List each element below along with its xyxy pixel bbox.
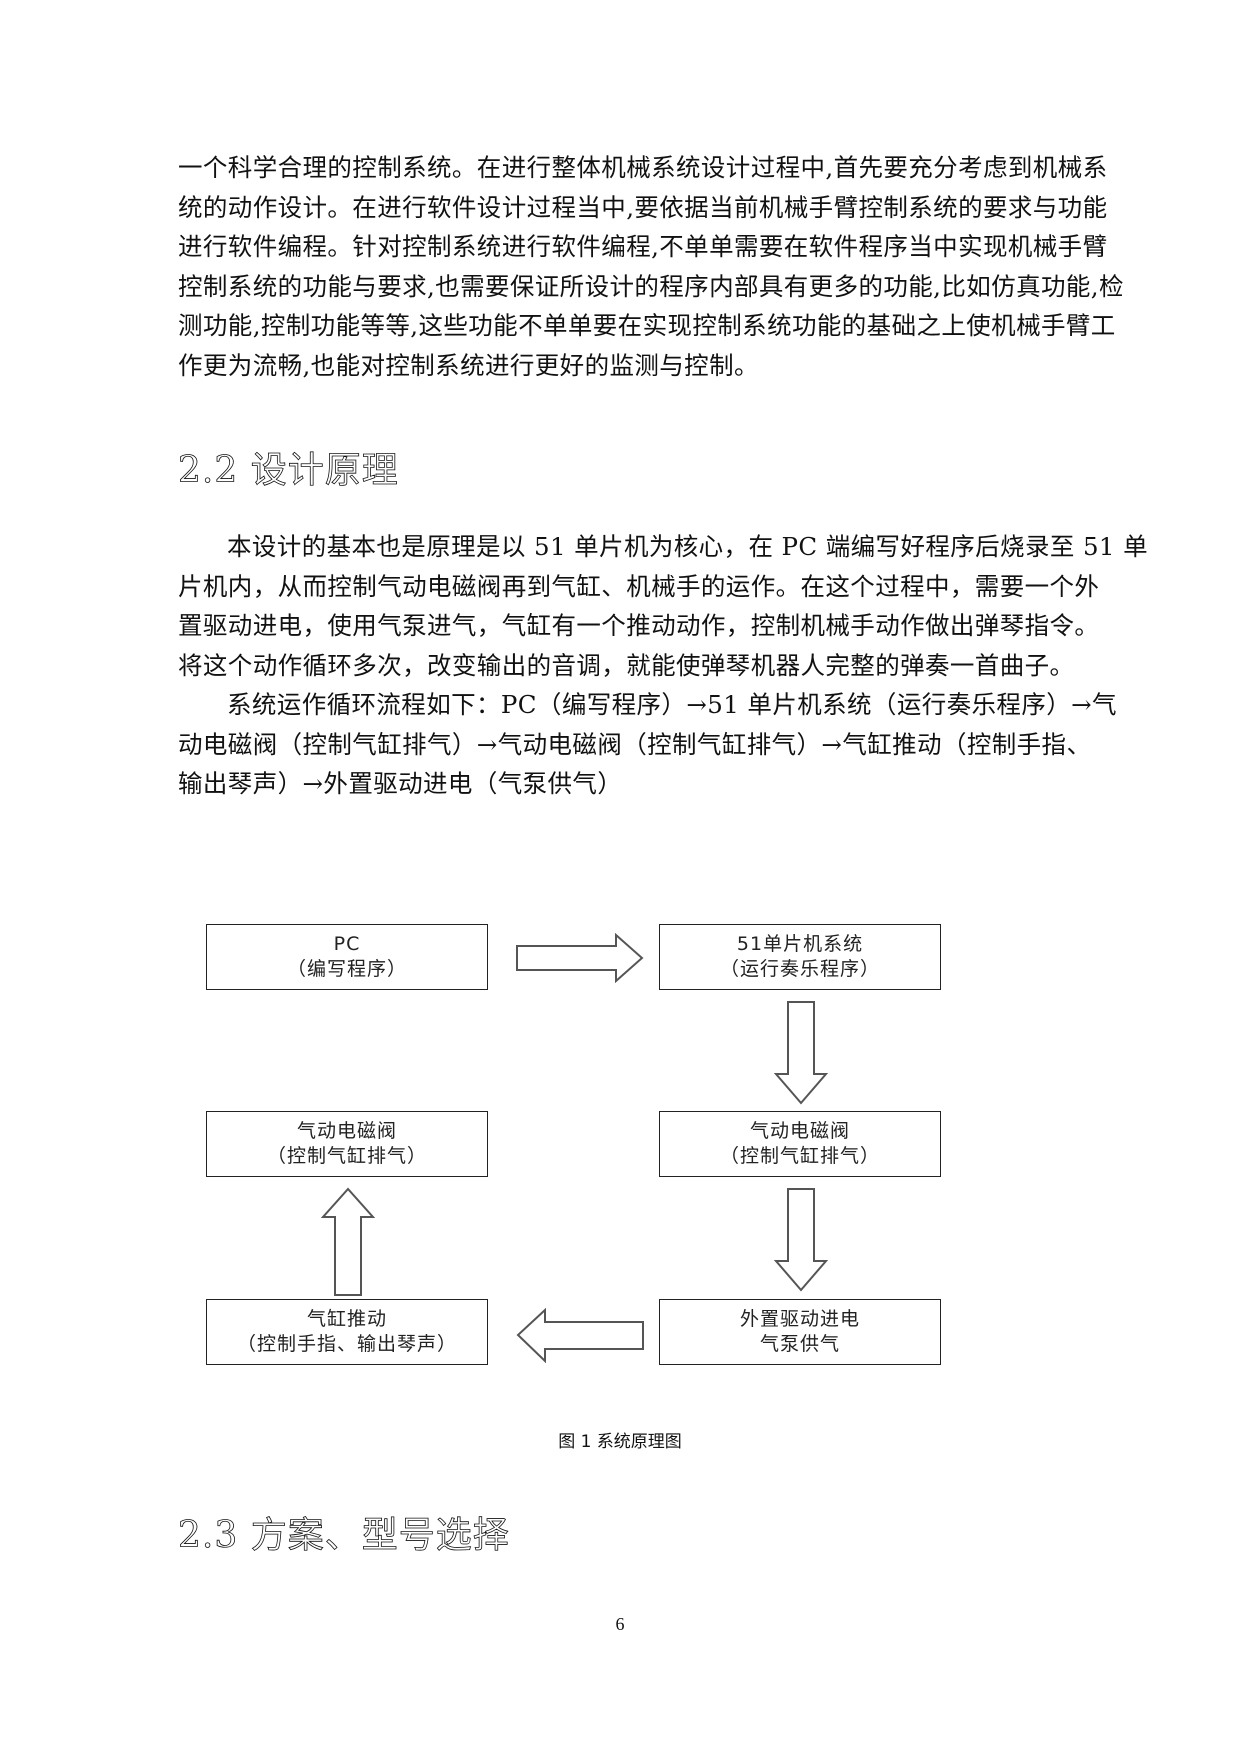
section-heading-2-2: 2.2 设计原理 bbox=[178, 450, 399, 492]
figure-caption: 图 1 系统原理图 bbox=[558, 1432, 682, 1452]
arrow-right-icon bbox=[516, 933, 644, 983]
box-subtitle: 气泵供气 bbox=[759, 1333, 840, 1355]
text-line: 输出琴声）→外置驱动进电（气泵供气） bbox=[178, 769, 623, 798]
text-line: 系统运作循环流程如下：PC（编写程序）→51 单片机系统（运行奏乐程序）→气 bbox=[227, 690, 1117, 719]
text-line: 统的动作设计。在进行软件设计过程当中,要依据当前机械手臂控制系统的要求与功能 bbox=[178, 192, 1108, 222]
box-title: 气动电磁阀 bbox=[749, 1120, 850, 1142]
section-heading-2-3: 2.3 方案、型号选择 bbox=[178, 1515, 510, 1557]
box-subtitle: （运行奏乐程序） bbox=[719, 958, 880, 980]
text-line: 置驱动进电，使用气泵进气，气缸有一个推动动作，控制机械手动作做出弹琴指令。 bbox=[178, 611, 1100, 640]
arrow-down-icon bbox=[773, 1188, 829, 1292]
workflow-paragraph: 系统运作循环流程如下：PC（编写程序）→51 单片机系统（运行奏乐程序）→气 动… bbox=[178, 685, 1118, 804]
arrow-up-icon bbox=[320, 1187, 376, 1296]
box-subtitle: （控制手指、输出琴声） bbox=[236, 1333, 457, 1355]
text-line: 作更为流畅,也能对控制系统进行更好的监测与控制。 bbox=[178, 350, 759, 380]
box-title: PC bbox=[333, 933, 361, 955]
box-subtitle: （编写程序） bbox=[286, 958, 407, 980]
flow-box-mcu: 51单片机系统 （运行奏乐程序） bbox=[659, 924, 941, 990]
text-line: 一个科学合理的控制系统。在进行整体机械系统设计过程中,首先要充分考虑到机械系 bbox=[178, 153, 1108, 182]
flow-box-pc: PC （编写程序） bbox=[206, 924, 488, 990]
flow-box-power: 外置驱动进电 气泵供气 bbox=[659, 1299, 941, 1365]
arrow-down-icon bbox=[773, 1001, 829, 1105]
page-number: 6 bbox=[615, 1614, 625, 1634]
text-line: 片机内，从而控制气动电磁阀再到气缸、机械手的运作。在这个过程中，需要一个外 bbox=[178, 571, 1100, 601]
box-subtitle: （控制气缸排气） bbox=[266, 1145, 427, 1167]
text-line: 将这个动作循环多次，改变输出的音调，就能使弹琴机器人完整的弹奏一首曲子。 bbox=[178, 650, 1075, 680]
flow-box-cylinder: 气缸推动 （控制手指、输出琴声） bbox=[206, 1299, 488, 1365]
text-line: 进行软件编程。针对控制系统进行软件编程,不单单需要在软件程序当中实现机械手臂 bbox=[178, 232, 1108, 261]
text-line: 本设计的基本也是原理是以 51 单片机为核心，在 PC 端编写好程序后烧录至 5… bbox=[227, 532, 1149, 561]
box-subtitle: （控制气缸排气） bbox=[719, 1145, 880, 1167]
box-title: 51单片机系统 bbox=[736, 933, 864, 955]
design-principle-paragraph: 本设计的基本也是原理是以 51 单片机为核心，在 PC 端编写好程序后烧录至 5… bbox=[178, 527, 1149, 685]
text-line: 动电磁阀（控制气缸排气）→气动电磁阀（控制气缸排气）→气缸推动（控制手指、 bbox=[178, 729, 1092, 759]
flow-box-valve-left: 气动电磁阀 （控制气缸排气） bbox=[206, 1111, 488, 1177]
arrow-left-icon bbox=[516, 1308, 644, 1363]
box-title: 外置驱动进电 bbox=[739, 1308, 860, 1330]
flow-box-valve-right: 气动电磁阀 （控制气缸排气） bbox=[659, 1111, 941, 1177]
box-title: 气动电磁阀 bbox=[296, 1120, 397, 1142]
box-title: 气缸推动 bbox=[306, 1308, 387, 1330]
intro-paragraph: 一个科学合理的控制系统。在进行整体机械系统设计过程中,首先要充分考虑到机械系 统… bbox=[178, 148, 1124, 385]
text-line: 测功能,控制功能等等,这些功能不单单要在实现控制系统功能的基础之上使机械手臂工 bbox=[178, 311, 1116, 340]
text-line: 控制系统的功能与要求,也需要保证所设计的程序内部具有更多的功能,比如仿真功能,检 bbox=[178, 271, 1124, 301]
